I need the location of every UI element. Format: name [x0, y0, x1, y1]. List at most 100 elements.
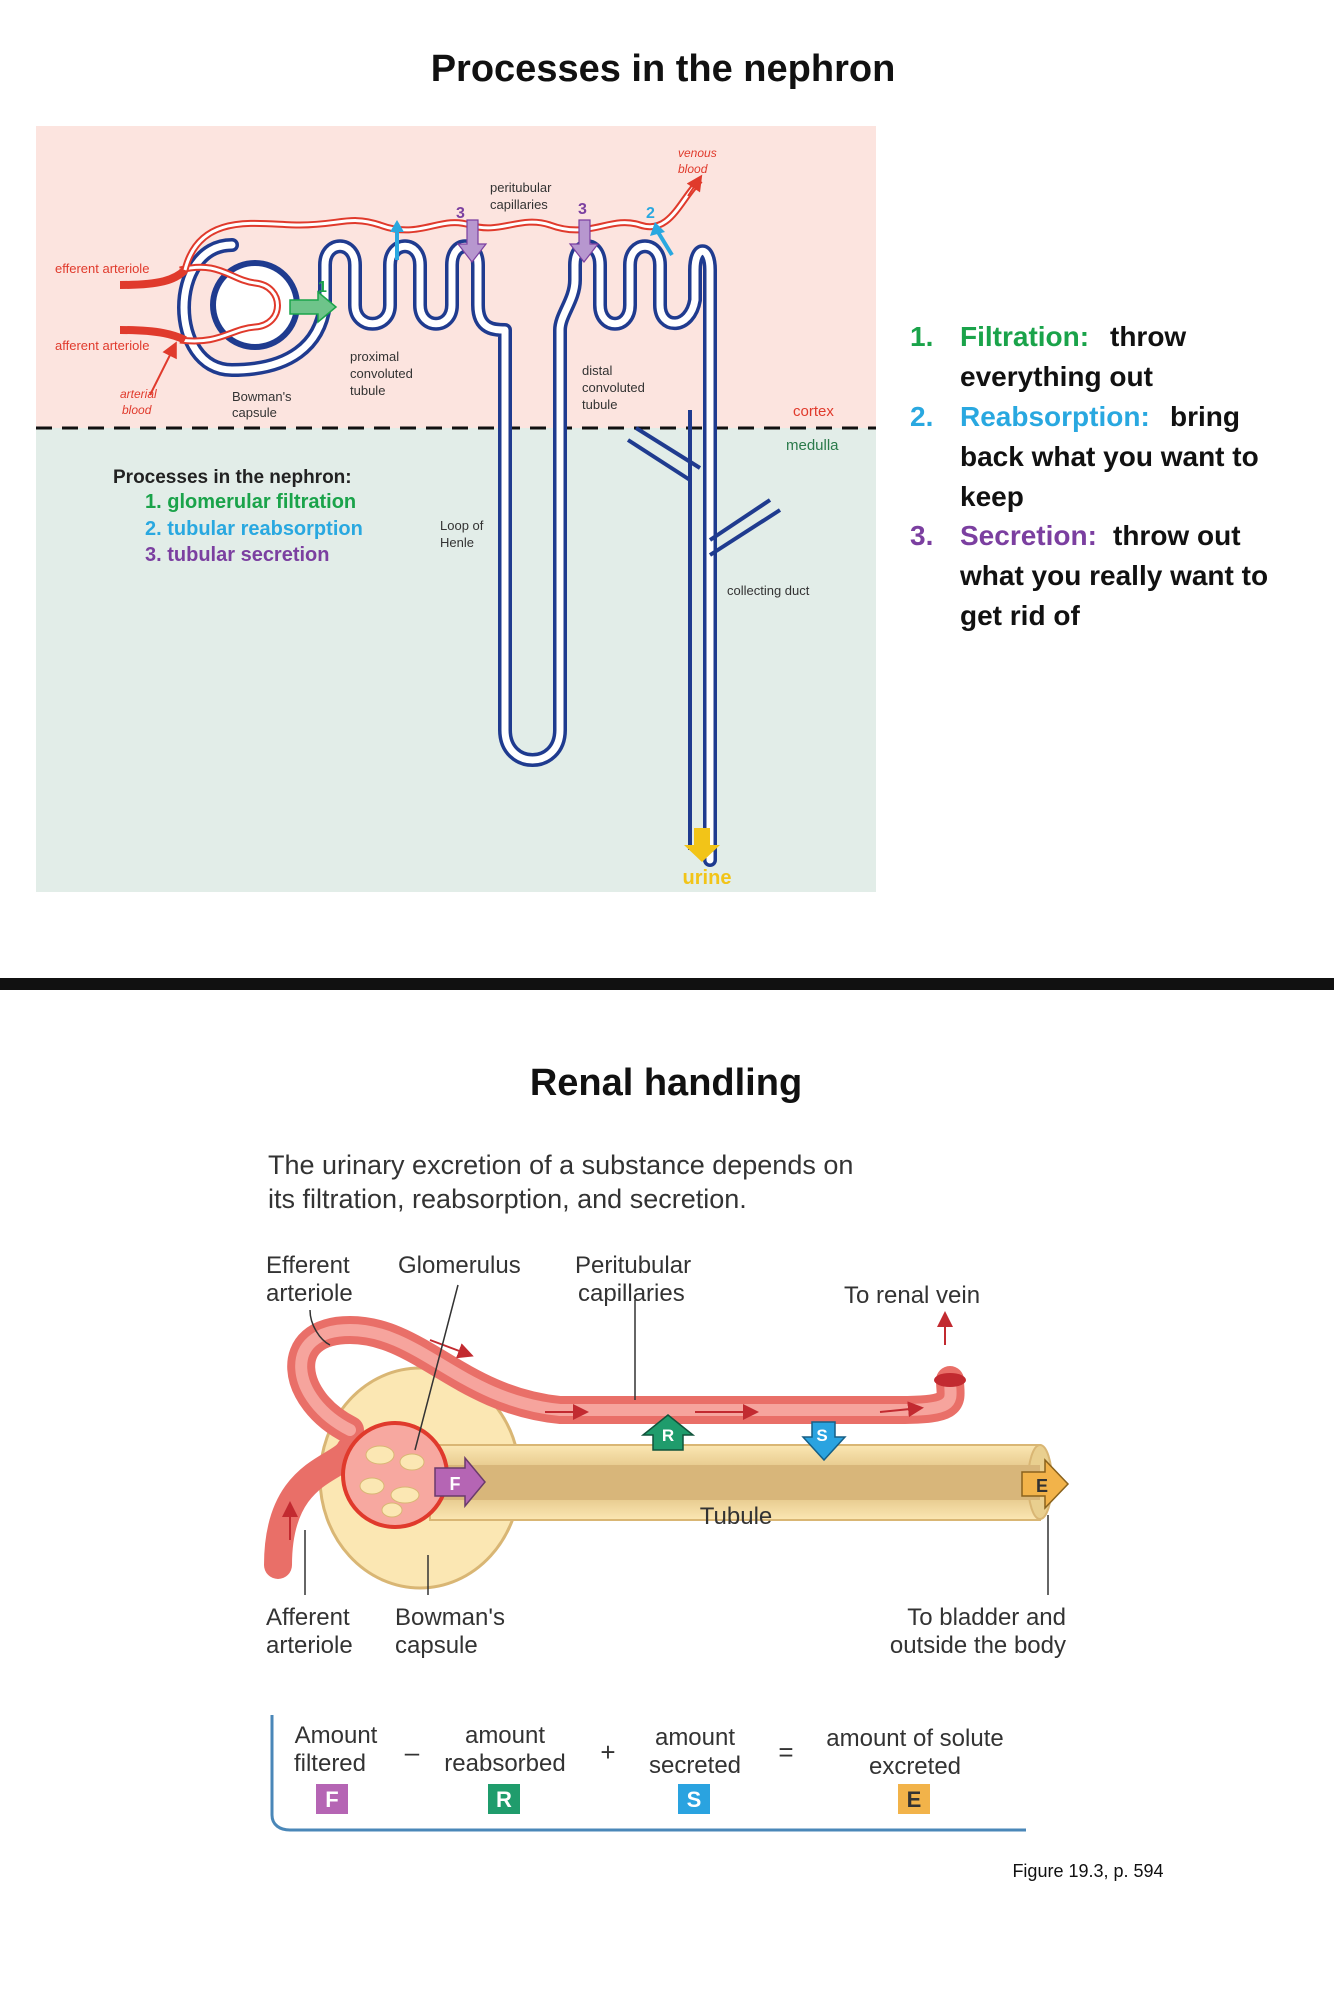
- label-to-bladder: To bladder and: [907, 1604, 1066, 1631]
- label-bowmans-capsule: capsule: [232, 405, 277, 420]
- arrow-s-label: S: [816, 1426, 827, 1445]
- label-efferent-arteriole: efferent arteriole: [55, 261, 149, 276]
- section-divider: [0, 978, 1334, 990]
- eq-badge-e-label: E: [907, 1787, 922, 1812]
- side-num-2: 2.: [910, 401, 933, 432]
- intro-line-2: its filtration, reabsorption, and secret…: [268, 1184, 747, 1214]
- arrow-r: R: [640, 1414, 696, 1451]
- eq-term-reabsorbed-line2: reabsorbed: [444, 1750, 565, 1777]
- afferent-arteriole: [119, 326, 187, 344]
- label-afferent-arteriole: afferent arteriole: [55, 338, 149, 353]
- secretion-arrow-1: [456, 219, 488, 263]
- eq-op-minus: –: [405, 1737, 420, 1767]
- label-glomerulus: Glomerulus: [398, 1252, 521, 1279]
- label-peritubular-2: Peritubular: [575, 1252, 691, 1279]
- venous-blood-arrow: [686, 174, 703, 197]
- glomerulus: [179, 260, 300, 350]
- label-distal-tubule: tubule: [582, 397, 617, 412]
- nephron-title: Processes in the nephron: [431, 48, 896, 90]
- eq-term-filtered-line1: Amount: [295, 1722, 378, 1749]
- eq-badge-s-label: S: [687, 1787, 702, 1812]
- nephron-tubule-lumen: [180, 241, 714, 864]
- eq-term-secreted-line1: amount: [655, 1724, 735, 1751]
- side-num-1: 1.: [910, 321, 933, 352]
- label-tubule: Tubule: [700, 1503, 773, 1530]
- num-filtration: 1: [318, 279, 327, 296]
- medulla-zone: [36, 428, 876, 892]
- eq-term-filtered-line2: filtered: [294, 1750, 366, 1777]
- secretion-arrow-2: [568, 219, 600, 263]
- num-secretion-2: 3: [578, 201, 587, 218]
- side-num-3: 3.: [910, 520, 933, 551]
- label-proximal-convoluted: convoluted: [350, 366, 413, 381]
- label-cortex: cortex: [793, 403, 834, 420]
- label-outside-body: outside the body: [890, 1632, 1066, 1659]
- efferent-arteriole: [119, 267, 188, 289]
- label-distal-convoluted: convoluted: [582, 380, 645, 395]
- eq-badge-e: [898, 1784, 930, 1814]
- side-rest-2-b: back what you want to: [960, 441, 1259, 472]
- label-loop-of: Loop of: [440, 518, 484, 533]
- side-term-secretion: Secretion:: [960, 520, 1097, 551]
- intro-line-1: The urinary excretion of a substance dep…: [268, 1150, 853, 1180]
- label-afferent: Afferent: [266, 1604, 350, 1631]
- side-rest-1-a: throw: [1110, 321, 1186, 352]
- legend-item-secretion: 3. tubular secretion: [145, 544, 330, 566]
- renal-flow-arrows: [282, 1311, 953, 1540]
- arterial-blood-arrow: [149, 341, 177, 396]
- label-venous-blood: blood: [678, 162, 708, 176]
- label-collecting-duct: collecting duct: [727, 583, 810, 598]
- eq-badge-f: [316, 1784, 348, 1814]
- label-efferent-arteriole-2: arteriole: [266, 1280, 353, 1307]
- renal-vessels: [264, 1315, 966, 1579]
- legend-item-reabsorption: 2. tubular reabsorption: [145, 518, 363, 540]
- filtration-arrow: [289, 290, 338, 324]
- label-to-renal-vein: To renal vein: [844, 1282, 980, 1309]
- eq-badge-f-label: F: [325, 1787, 338, 1812]
- arrow-f: F: [434, 1455, 486, 1509]
- reabsorption-arrow-2: [656, 230, 674, 257]
- eq-badge-r-label: R: [496, 1787, 512, 1812]
- label-bowmans-2: Bowman's: [395, 1604, 505, 1631]
- arrow-r-label: R: [662, 1426, 674, 1445]
- side-rest-3-c: get rid of: [960, 600, 1080, 631]
- side-rest-1-b: everything out: [960, 361, 1153, 392]
- label-arterial-blood: blood: [122, 403, 152, 417]
- side-term-reabsorption: Reabsorption:: [960, 401, 1150, 432]
- eq-term-secreted-line2: secreted: [649, 1752, 741, 1779]
- side-list: 1. Filtration: throw everything out 2. R…: [910, 321, 1268, 631]
- label-capillaries-2: capillaries: [578, 1280, 685, 1307]
- arrow-e: E: [1021, 1458, 1070, 1510]
- side-rest-3-b: what you really want to: [959, 560, 1268, 591]
- label-efferent: Efferent: [266, 1252, 350, 1279]
- eq-badge-s: [678, 1784, 710, 1814]
- num-secretion-1: 3: [456, 205, 465, 222]
- leader-lines: [304, 1284, 1049, 1595]
- label-arterial: arterial: [120, 387, 157, 401]
- eq-term-excreted-line1: amount of solute: [826, 1725, 1003, 1752]
- side-term-filtration: Filtration:: [960, 321, 1089, 352]
- legend-item-filtration: 1. glomerular filtration: [145, 491, 356, 513]
- label-bowmans: Bowman's: [232, 389, 292, 404]
- reabsorption-arrow-1-head: [390, 220, 404, 232]
- side-rest-2-a: bring: [1170, 401, 1240, 432]
- side-rest-2-c: keep: [960, 481, 1024, 512]
- eq-badge-r: [488, 1784, 520, 1814]
- label-medulla: medulla: [786, 437, 839, 454]
- label-capillaries: capillaries: [490, 197, 548, 212]
- label-capsule-2: capsule: [395, 1632, 478, 1659]
- collecting-duct: [626, 410, 782, 850]
- peritubular-capillary-lumen: [183, 178, 702, 271]
- eq-term-reabsorbed-line1: amount: [465, 1722, 545, 1749]
- eq-term-excreted-line2: excreted: [869, 1753, 961, 1780]
- label-peritubular: peritubular: [490, 180, 552, 195]
- label-proximal: proximal: [350, 349, 399, 364]
- eq-op-equals: =: [778, 1737, 793, 1767]
- equation-bracket: [270, 1715, 1026, 1832]
- figure-reference: Figure 19.3, p. 594: [1012, 1861, 1163, 1881]
- reabsorption-arrow-2-head: [650, 222, 665, 236]
- label-proximal-tubule: tubule: [350, 383, 385, 398]
- label-urine: urine: [683, 867, 732, 889]
- arrow-e-label: E: [1036, 1476, 1048, 1496]
